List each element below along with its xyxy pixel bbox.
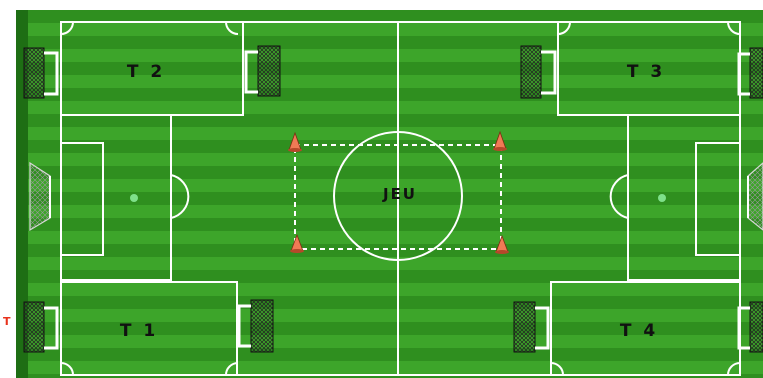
grass-stripe <box>28 153 763 166</box>
grass-stripe <box>28 361 763 374</box>
zone-t3-label: T 3 <box>627 62 665 82</box>
grass-stripe <box>28 205 763 218</box>
right-penalty-spot <box>658 194 666 202</box>
grass-stripe <box>28 283 763 296</box>
zone-t2-label: T 2 <box>127 62 165 82</box>
grass-stripe <box>28 231 763 244</box>
zone-t4-label: T 4 <box>620 321 658 341</box>
margin-label: T <box>3 315 11 328</box>
grass-stripe <box>28 127 763 140</box>
left-penalty-spot <box>130 194 138 202</box>
center-game-label: JEU <box>382 185 417 203</box>
grass-stripe <box>28 49 763 62</box>
zone-t1-label: T 1 <box>120 321 158 341</box>
grass-stripe <box>28 101 763 114</box>
grass-stripe <box>28 257 763 270</box>
grass-stripe <box>28 23 763 36</box>
